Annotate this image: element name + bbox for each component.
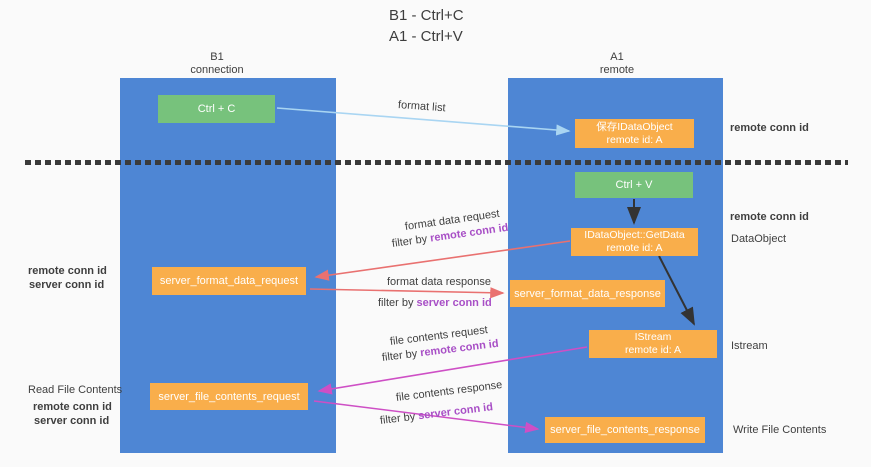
left-column-header: B1 connection bbox=[147, 51, 287, 77]
istream-line1: IStream bbox=[634, 331, 672, 343]
getdata-line1: IDataObject::GetData bbox=[584, 229, 685, 241]
left-column-name: B1 bbox=[210, 51, 224, 63]
filter-by-text: filter by bbox=[379, 410, 416, 427]
istream-box: IStream remote id: A bbox=[589, 330, 717, 358]
title-line-1: B1 - Ctrl+C bbox=[389, 7, 464, 24]
istream-side-label: Istream bbox=[731, 340, 768, 352]
server-conn-id-text: server conn id bbox=[417, 401, 494, 423]
server-format-data-request-box: server_format_data_request bbox=[152, 267, 306, 295]
save-dataobject-line2: remote id: A bbox=[606, 133, 663, 146]
dataobject-label: DataObject bbox=[731, 233, 787, 245]
ctrl-v-label: Ctrl + V bbox=[615, 179, 653, 191]
file-contents-response-filter-label: filter by server conn id bbox=[379, 401, 493, 427]
left-remote-conn-id-label: remote conn id bbox=[28, 265, 107, 277]
format-list-label: format list bbox=[397, 99, 446, 115]
getdata-box: IDataObject::GetData remote id: A bbox=[571, 228, 698, 256]
remote-conn-id-top-label: remote conn id bbox=[730, 122, 809, 134]
format-data-response-arrow bbox=[309, 287, 505, 299]
format-data-response-filter-label: filter by server conn id bbox=[378, 297, 492, 309]
title-line-2: A1 - Ctrl+V bbox=[389, 28, 463, 45]
server-conn-id-text: server conn id bbox=[416, 297, 492, 309]
right-column-role: remote bbox=[599, 64, 635, 76]
ctrl-v-box: Ctrl + V bbox=[575, 172, 693, 198]
filter-by-text: filter by bbox=[391, 233, 428, 250]
getdata-line2: remote id: A bbox=[606, 242, 663, 254]
save-dataobject-box: 保存IDataObject remote id: A bbox=[575, 119, 694, 148]
istream-line2: remote id: A bbox=[624, 344, 682, 356]
server-format-data-request-label: server_format_data_request bbox=[159, 275, 299, 287]
server-format-data-response-label: server_format_data_response bbox=[514, 287, 661, 300]
remote-conn-id-mid-label: remote conn id bbox=[730, 211, 809, 223]
read-file-contents-label: Read File Contents bbox=[28, 384, 123, 396]
left-server-conn-id-label: server conn id bbox=[29, 279, 105, 291]
filter-by-text: filter by bbox=[378, 297, 414, 309]
server-file-contents-response-label: server_file_contents_response bbox=[550, 424, 700, 436]
phase-divider-dashed-line bbox=[25, 160, 848, 165]
server-file-contents-response-box: server_file_contents_response bbox=[545, 417, 705, 443]
server-format-data-response-box: server_format_data_response bbox=[510, 280, 665, 307]
write-file-contents-label: Write File Contents bbox=[733, 424, 827, 436]
filter-by-text: filter by bbox=[381, 347, 418, 364]
right-column-name: A1 bbox=[610, 51, 624, 63]
save-dataobject-line1: 保存IDataObject bbox=[596, 120, 673, 133]
read-remote-conn-id-label: remote conn id bbox=[33, 401, 112, 413]
ctrl-c-box: Ctrl + C bbox=[158, 95, 275, 123]
ctrl-c-label: Ctrl + C bbox=[197, 103, 236, 115]
diagram-title: B1 - Ctrl+C A1 - Ctrl+V bbox=[389, 5, 464, 47]
right-column-header: A1 remote bbox=[547, 51, 687, 77]
left-column-role: connection bbox=[190, 64, 244, 76]
file-contents-response-label: file contents response bbox=[395, 379, 503, 404]
server-file-contents-request-label: server_file_contents_request bbox=[158, 390, 300, 403]
server-file-contents-request-box: server_file_contents_request bbox=[150, 383, 308, 410]
format-data-response-label: format data response bbox=[387, 276, 491, 288]
read-server-conn-id-label: server conn id bbox=[34, 415, 110, 427]
